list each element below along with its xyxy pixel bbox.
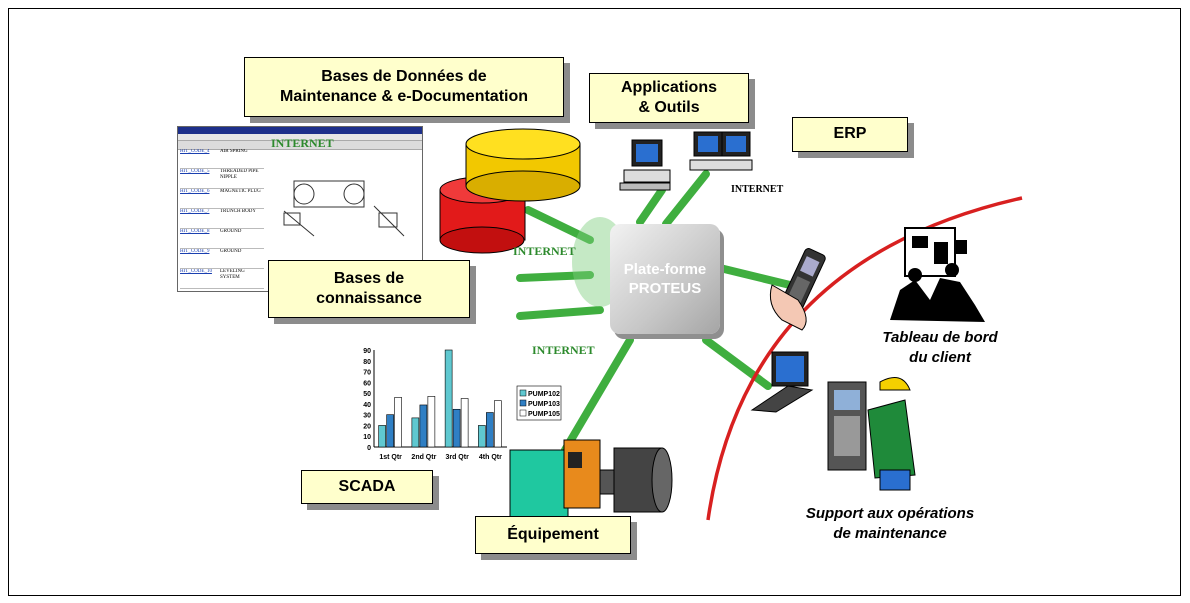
chart-y-tick-label: 0: [367, 445, 371, 452]
parts-table-row: HIT_CODE_10 LEVELING SYSTEM: [180, 269, 264, 289]
chart-bar: [427, 396, 436, 448]
chart-x-tick-label: 3rd Qtr: [445, 454, 469, 461]
link-laptop: [702, 336, 772, 390]
exploded-view-drawing: [274, 151, 414, 241]
hub-line1: Plate-forme: [623, 260, 707, 278]
chart-y-tick-label: 10: [363, 434, 371, 441]
window-toolbar: [178, 141, 422, 150]
parts-table-row: HIT_CODE_6 MAGNETIC PLUG: [180, 189, 264, 209]
chart-legend-swatch: [519, 399, 527, 407]
workstation-computers-icon: [689, 131, 753, 171]
link-applications-2: [662, 170, 710, 228]
chart-x-tick-label: 1st Qtr: [379, 454, 402, 461]
chart-y-tick-label: 50: [363, 391, 371, 398]
chart-bar: [452, 408, 461, 448]
chart-legend-label: PUMP102: [528, 391, 560, 398]
database-yellow-icon: [465, 128, 581, 202]
part-description: LEVELING SYSTEM: [220, 269, 245, 280]
parts-table-row: HIT_CODE_4 AIR SPRING: [180, 149, 264, 169]
chart-y-tick-label: 20: [363, 423, 371, 430]
link-databases: [524, 206, 594, 244]
hand-icon: [769, 284, 807, 331]
chart-y-tick-label: 60: [363, 380, 371, 387]
parts-table-row: HIT_CODE_8 GROUND: [180, 229, 264, 249]
chart-y-tick-label: 70: [363, 370, 371, 377]
part-description: GROUND: [220, 229, 242, 234]
erp-box: ERP: [792, 117, 908, 152]
knowledge-box: Bases de connaissance: [268, 260, 470, 318]
chart-bar: [386, 414, 394, 448]
parts-table-row: HIT_CODE_7 TRUNCH BODY: [180, 209, 264, 229]
window-menubar: [178, 134, 422, 141]
network-links: [516, 170, 794, 454]
equipment-box: Équipement: [475, 516, 631, 554]
part-description: THREADED PIPE NIPPLE: [220, 169, 259, 180]
link-scada: [516, 306, 604, 320]
internet-label-apps: INTERNET: [731, 184, 784, 195]
chart-y-tick-label: 40: [363, 402, 371, 409]
chart-legend-swatch: [519, 389, 527, 397]
chart-legend-swatch: [519, 409, 527, 417]
part-description: AIR SPRING: [220, 149, 248, 154]
chart-bar: [411, 417, 420, 448]
hub-line2: PROTEUS: [628, 280, 702, 297]
chart-bar: [444, 349, 453, 448]
scada-bar-chart: 0 10 20 30 40 50 60 70 80 90 1st Qtr 2nd Qtr 3rd Qtr…: [363, 348, 562, 461]
link-knowledge: [516, 271, 594, 282]
dashboard-operators-icon: [890, 227, 985, 322]
chart-x-tick-label: 2nd Qtr: [411, 454, 436, 461]
chart-bar: [419, 404, 428, 448]
link-equipment: [561, 336, 634, 454]
parts-table-row: HIT_CODE_9 GROUND: [180, 249, 264, 269]
link-applications: [636, 186, 666, 226]
parts-table: HIT_CODE_4 AIR SPRING HIT_CODE_5 THREADED P…: [180, 149, 264, 289]
part-code-link[interactable]: HIT_CODE_9: [180, 249, 210, 254]
proteus-platform-hub: Plate-forme PROTEUS: [610, 224, 720, 334]
databases-box: Bases de Données de Maintenance & e-Docu…: [244, 57, 564, 117]
part-description: TRUNCH BODY: [220, 209, 256, 214]
internet-label-scada: INTERNET: [532, 343, 595, 357]
internet-label-databases: INTERNET: [513, 244, 576, 258]
laptop-icon: [750, 351, 814, 413]
part-code-link[interactable]: HIT_CODE_10: [180, 269, 212, 274]
chart-bar: [394, 397, 402, 448]
chart-y-tick-label: 80: [363, 359, 371, 366]
maintenance-technician-icon: [827, 377, 916, 491]
chart-bar: [378, 425, 386, 448]
chart-bar: [460, 398, 469, 448]
chart-y-tick-label: 90: [363, 348, 371, 355]
parts-table-row: HIT_CODE_5 THREADED PIPE NIPPLE: [180, 169, 264, 189]
internet-label-window: INTERNET: [271, 136, 334, 150]
chart-legend-label: PUMP103: [528, 401, 560, 408]
applications-box: Applications & Outils: [589, 73, 749, 123]
equipment-machine-icon: [509, 439, 673, 519]
part-code-link[interactable]: HIT_CODE_8: [180, 229, 210, 234]
chart-legend-label: PUMP105: [528, 411, 560, 418]
chart-bar: [486, 412, 494, 448]
diagram-frame: [8, 8, 1181, 596]
window-titlebar: [178, 127, 422, 134]
part-code-link[interactable]: HIT_CODE_7: [180, 209, 210, 214]
part-description: MAGNETIC PLUG: [220, 189, 261, 194]
chart-bar: [478, 425, 486, 448]
desktop-computer-icon: [619, 139, 671, 191]
support-caption: Support aux opérations de maintenance: [805, 505, 975, 542]
chart-x-tick-label: 4th Qtr: [479, 454, 502, 461]
scada-box: SCADA: [301, 470, 433, 504]
part-code-link[interactable]: HIT_CODE_6: [180, 189, 210, 194]
part-code-link[interactable]: HIT_CODE_4: [180, 149, 210, 154]
dashboard-caption: Tableau de bord du client: [882, 329, 998, 366]
chart-y-tick-label: 30: [363, 413, 371, 420]
part-code-link[interactable]: HIT_CODE_5: [180, 169, 210, 174]
chart-bar: [494, 400, 502, 448]
customer-boundary-arc: [706, 196, 1023, 521]
link-mobile: [716, 264, 794, 289]
part-description: GROUND: [220, 249, 242, 254]
